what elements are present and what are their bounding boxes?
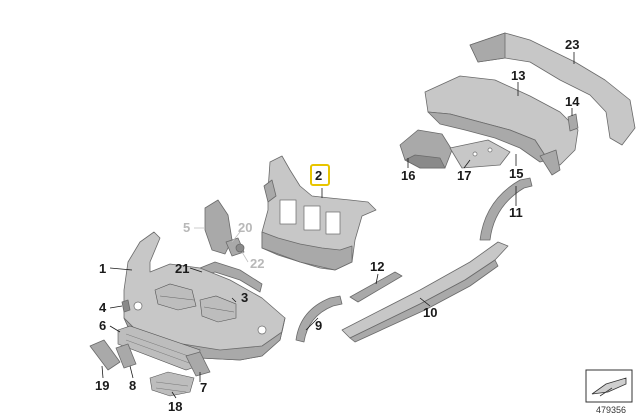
callout-6[interactable]: 6 [99, 318, 106, 333]
callout-8[interactable]: 8 [129, 378, 136, 393]
callout-22[interactable]: 22 [250, 256, 264, 271]
part-4-clip[interactable] [121, 299, 131, 313]
part-17-diffuser[interactable] [449, 139, 511, 169]
callout-1[interactable]: 1 [99, 261, 106, 276]
callout-23[interactable]: 23 [565, 37, 579, 52]
callout-5[interactable]: 5 [183, 220, 190, 235]
callout-19[interactable]: 19 [95, 378, 109, 393]
part-12-side-trim[interactable] [349, 271, 403, 303]
callout-labels: 1 2 3 4 5 6 7 8 9 10 11 12 13 14 15 16 1… [95, 37, 580, 414]
part-14-bracket[interactable] [567, 113, 579, 132]
part-11-rear-arch-trim[interactable] [479, 177, 533, 241]
callout-4[interactable]: 4 [99, 300, 107, 315]
part-8-corner-trim[interactable] [115, 343, 137, 369]
callout-3[interactable]: 3 [241, 290, 248, 305]
document-number: 479356 [596, 405, 626, 415]
callout-20[interactable]: 20 [238, 220, 252, 235]
part-22-clip[interactable] [235, 243, 245, 253]
callout-15[interactable]: 15 [509, 166, 523, 181]
part-23-rear-trim[interactable] [469, 32, 636, 146]
part-9-front-arch-trim[interactable] [295, 295, 343, 343]
callout-21[interactable]: 21 [175, 261, 189, 276]
callout-14[interactable]: 14 [565, 94, 580, 109]
callout-7[interactable]: 7 [200, 380, 207, 395]
callout-16[interactable]: 16 [401, 168, 415, 183]
callout-2[interactable]: 2 [315, 168, 322, 183]
highlight-box [310, 164, 330, 186]
part-18-center-grille[interactable] [149, 371, 195, 397]
part-10-side-skirt[interactable] [341, 241, 509, 343]
part-2-front-carrier[interactable] [261, 155, 377, 271]
part-7-corner-trim[interactable] [185, 351, 211, 377]
callout-18[interactable]: 18 [168, 399, 182, 414]
vehicle-orientation-icon [585, 369, 633, 403]
callout-17[interactable]: 17 [457, 168, 471, 183]
part-15-rear-arch[interactable] [539, 149, 561, 176]
part-19-fog-cover[interactable] [89, 339, 121, 371]
callout-9[interactable]: 9 [315, 318, 322, 333]
leader-lines [101, 52, 575, 399]
callout-11[interactable]: 11 [509, 205, 523, 220]
callout-12[interactable]: 12 [370, 259, 384, 274]
callout-13[interactable]: 13 [511, 68, 525, 83]
part-16-inner-panel[interactable] [399, 129, 453, 169]
part-13-rear-bumper[interactable] [424, 75, 579, 166]
callout-10[interactable]: 10 [423, 305, 437, 320]
